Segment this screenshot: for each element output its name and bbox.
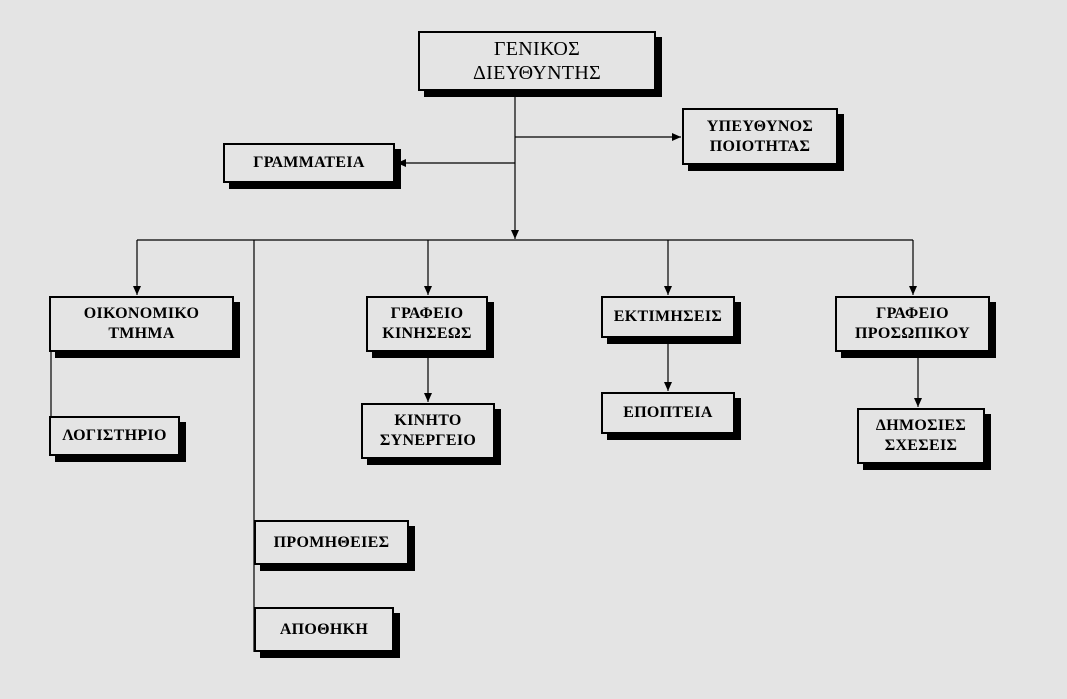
node-mobile-garage-line-2: ΣΥΝΕΡΓΕΙΟ [379, 432, 477, 449]
node-movement-office-line-1: ΓΡΑΦΕΙΟ [390, 305, 464, 322]
node-public-relations: ΔΗΜΟΣΙΕΣ ΣΧΕΣΕΙΣ [857, 408, 985, 464]
node-accounting: ΛΟΓΙΣΤΗΡΙΟ [49, 416, 180, 456]
node-personnel-office-line-1: ΓΡΑΦΕΙΟ [876, 305, 949, 322]
node-personnel-office: ΓΡΑΦΕΙΟ ΠΡΟΣΩΠΙΚΟΥ [835, 296, 990, 352]
node-mobile-garage-line-1: ΚΙΝΗΤΟ [394, 412, 462, 429]
node-secretariat: ΓΡΑΜΜΑΤΕΙΑ [223, 143, 395, 183]
node-movement-office: ΓΡΑΦΕΙΟ ΚΙΝΗΣΕΩΣ [366, 296, 488, 352]
node-procurement-label: ΠΡΟΜΗΘΕΙΕΣ [273, 533, 390, 551]
node-evaluations-label: ΕΚΤΙΜΗΣΕΙΣ [613, 308, 723, 325]
node-evaluations: ΕΚΤΙΜΗΣΕΙΣ [601, 296, 735, 338]
node-general-director: ΓΕΝΙΚΟΣ ΔΙΕΥΘΥΝΤΗΣ [418, 31, 656, 91]
node-quality-manager-line-2: ΠΟΙΟΤΗΤΑΣ [709, 137, 811, 155]
node-warehouse: ΑΠΟΘΗΚΗ [254, 607, 394, 652]
node-economic-dept: ΟΙΚΟΝΟΜΙΚΟ ΤΜΗΜΑ [49, 296, 234, 352]
node-economic-dept-line-1: ΟΙΚΟΝΟΜΙΚΟ [83, 305, 200, 322]
node-warehouse-label: ΑΠΟΘΗΚΗ [279, 620, 369, 638]
node-economic-dept-line-2: ΤΜΗΜΑ [108, 325, 175, 342]
node-mobile-garage: ΚΙΝΗΤΟ ΣΥΝΕΡΓΕΙΟ [361, 403, 495, 459]
node-quality-manager-line-1: ΥΠΕΥΘΥΝΟΣ [706, 117, 814, 135]
node-inspection-label: ΕΠΟΠΤΕΙΑ [623, 404, 713, 421]
node-accounting-label: ΛΟΓΙΣΤΗΡΙΟ [62, 427, 167, 444]
node-general-director-line-2: ΔΙΕΥΘΥΝΤΗΣ [472, 62, 602, 84]
node-public-relations-line-2: ΣΧΕΣΕΙΣ [884, 437, 958, 454]
node-personnel-office-line-2: ΠΡΟΣΩΠΙΚΟΥ [855, 325, 970, 342]
node-public-relations-line-1: ΔΗΜΟΣΙΕΣ [875, 417, 967, 434]
node-movement-office-line-2: ΚΙΝΗΣΕΩΣ [382, 325, 472, 342]
node-secretariat-label: ΓΡΑΜΜΑΤΕΙΑ [253, 154, 365, 171]
node-quality-manager: ΥΠΕΥΘΥΝΟΣ ΠΟΙΟΤΗΤΑΣ [682, 108, 838, 165]
node-procurement: ΠΡΟΜΗΘΕΙΕΣ [254, 520, 409, 565]
node-inspection: ΕΠΟΠΤΕΙΑ [601, 392, 735, 434]
node-general-director-line-1: ΓΕΝΙΚΟΣ [493, 38, 581, 60]
